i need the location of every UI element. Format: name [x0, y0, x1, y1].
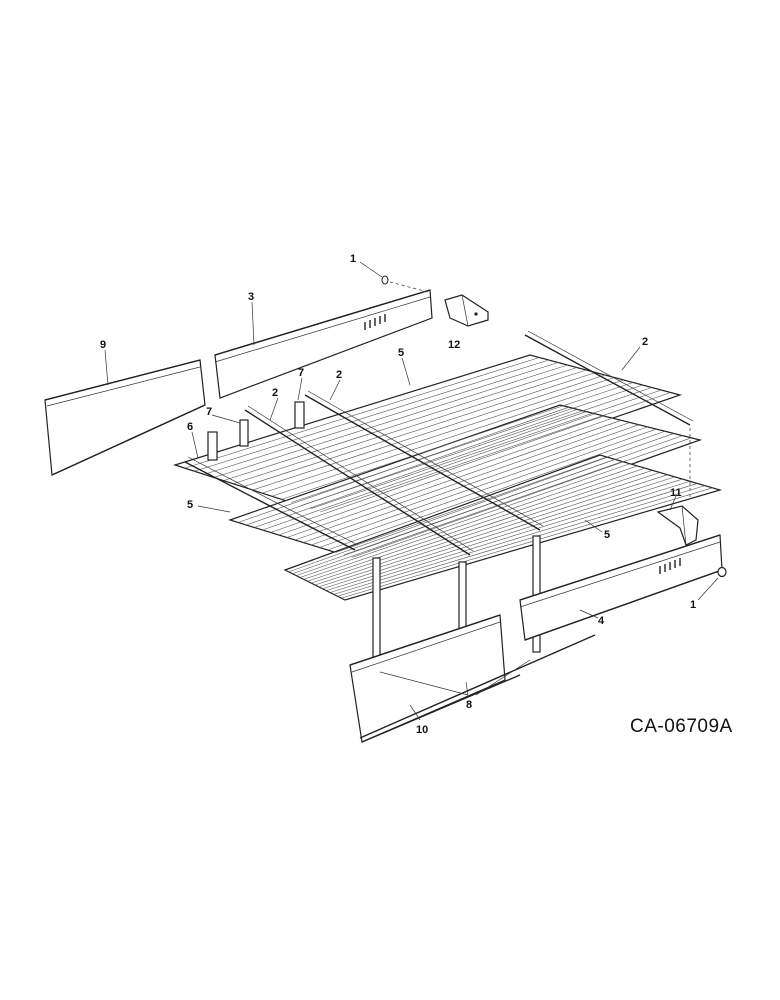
floor-slat-line [291, 384, 643, 503]
callout-7-left: 7 [206, 406, 212, 418]
floor-slat-line [286, 420, 622, 538]
callout-2-right: 2 [642, 336, 648, 348]
side-rail-3 [214, 289, 433, 399]
floor-slat-line [271, 379, 624, 497]
side-panel-10 [349, 614, 596, 743]
bracket-11 [656, 505, 699, 546]
side-rail-4 [519, 534, 723, 641]
floor-slat-line [351, 437, 692, 558]
floor-slat-line [213, 364, 568, 478]
floor-slat-line [303, 424, 639, 543]
floor-slat-line [322, 476, 676, 590]
floor-slat-line [233, 369, 587, 485]
bolt-1-top [381, 275, 429, 293]
bolt-1-right [717, 566, 727, 578]
floor-slat-line [294, 422, 631, 541]
cross-member-2-right [524, 330, 694, 500]
callout-2-mid: 2 [336, 369, 342, 381]
callout-6: 6 [187, 421, 193, 433]
callout-9: 9 [100, 339, 106, 351]
floor-slat-line [319, 428, 657, 548]
bracket-12 [444, 294, 489, 327]
floor-slat-line [288, 456, 608, 573]
callouts: 1 3 9 12 5 2 2 2 7 7 6 5 5 11 1 4 8 10 [100, 253, 696, 736]
floor-slat-line [270, 415, 604, 533]
floor-slat-line [320, 392, 671, 513]
floor-slat-line [303, 465, 638, 580]
floor-slat-line [238, 406, 569, 523]
side-panel-9 [44, 359, 206, 476]
floor-slat-line [242, 372, 596, 488]
floor-slat-line [262, 377, 615, 494]
leader-lines [104, 261, 719, 721]
drawing-code-label: CA-06709A [630, 716, 733, 737]
floor-slat-line [335, 433, 674, 553]
floor-slat-line [300, 387, 652, 506]
rail-4-slots [659, 558, 681, 574]
floor-slat-line [341, 487, 713, 599]
callout-5-left: 5 [187, 499, 193, 511]
floor-slat-line [326, 478, 683, 591]
floor-slat-line [184, 357, 540, 469]
cross-member-2-mid [304, 390, 544, 531]
callout-1-top: 1 [350, 253, 356, 265]
cross-member-6 [184, 456, 359, 551]
callout-5-right: 5 [604, 529, 610, 541]
callout-8: 8 [466, 699, 472, 711]
callout-11: 11 [670, 487, 682, 499]
floor-slat-line [311, 426, 648, 546]
cross-member-2-left [244, 405, 474, 556]
floor-slat-line [333, 483, 698, 595]
floor-slat-line [254, 411, 587, 528]
floor-slat-line [223, 367, 577, 481]
floor-slat-line [296, 461, 623, 576]
floor-slat-line [292, 459, 616, 575]
floor-slat-line [262, 413, 596, 531]
floor-slat-line [299, 463, 631, 578]
callout-5-top: 5 [398, 347, 404, 359]
floor-slat-line [194, 359, 549, 472]
floor-slat-line [327, 430, 666, 551]
floor-slat-line [252, 374, 606, 491]
callout-3: 3 [248, 291, 254, 303]
floor-slat-line [281, 382, 634, 500]
floor-slat-line [329, 480, 691, 593]
floor-slat-line [203, 362, 559, 475]
callout-7-mid: 7 [298, 367, 304, 379]
callout-10: 10 [416, 724, 428, 736]
floor-slat-line [310, 389, 662, 510]
callout-1-right: 1 [690, 599, 696, 611]
floor-slat-line [246, 409, 578, 526]
floor-slat-line [311, 470, 653, 584]
floor-slat-line [337, 485, 706, 597]
rail-3-slots [364, 314, 386, 330]
callout-12: 12 [448, 339, 460, 351]
floor-panels [173, 354, 723, 601]
floor-slat-line [307, 467, 646, 582]
callout-2-left: 2 [272, 387, 278, 399]
stakes-7 [207, 401, 305, 461]
callout-4: 4 [598, 615, 605, 627]
